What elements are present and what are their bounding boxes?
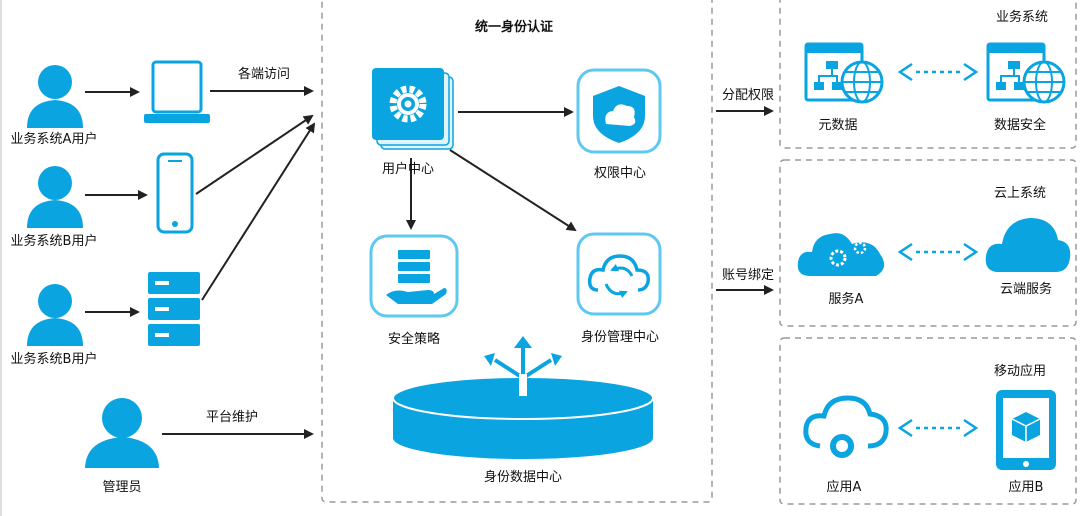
service-a-cloud-gear-icon [797,233,885,276]
identity-data-center-icon [392,336,654,459]
data-security-window-icon [986,42,1066,104]
user-b2-person-icon [27,284,83,346]
user-a-label: 业务系统A用户 [10,132,98,147]
user-b2-label: 业务系统B用户 [10,352,98,367]
user-b1-person-icon [27,166,83,228]
bidirectional-arrow-mobile [897,418,979,438]
server-icon [148,272,200,346]
app-a-label: 应用A [826,480,862,495]
center-dashed-box [321,0,713,503]
permission-center-label: 权限中心 [593,166,647,181]
security-policy-icon [369,234,459,318]
panel-mobile-title: 移动应用 [993,364,1047,379]
phone-icon [156,152,194,234]
admin-label: 管理员 [102,480,142,495]
app-b-tablet-icon [996,390,1056,470]
panel-mobile-box [779,337,1077,505]
identity-data-center-label: 身份数据中心 [483,470,563,485]
identity-mgmt-label: 身份管理中心 [580,330,660,345]
security-policy-label: 安全策略 [387,332,441,347]
admin-person-icon [85,398,159,468]
panel-biz-box [779,0,1077,149]
account-binding-label: 账号绑定 [722,268,775,283]
service-a-label: 服务A [828,292,864,307]
app-b-label: 应用B [1008,480,1044,495]
user-center-label: 用户中心 [381,162,435,177]
permission-center-icon [576,68,662,154]
metadata-label: 元数据 [818,118,858,133]
panel-biz-title: 业务系统 [995,10,1049,25]
user-center-icon [372,68,454,150]
data-security-label: 数据安全 [993,118,1047,133]
user-b1-label: 业务系统B用户 [10,234,98,249]
panel-cloud-box [779,159,1077,327]
user-a-person-icon [27,65,83,128]
laptop-icon [144,60,210,123]
identity-mgmt-icon [576,232,662,316]
cloud-service-icon [985,218,1071,272]
bidirectional-arrow-cloud [897,242,979,262]
platform-maintain-label: 平台维护 [206,410,259,425]
metadata-window-icon [804,42,884,104]
cloud-service-label: 云端服务 [999,282,1053,297]
panel-cloud-title: 云上系统 [993,186,1047,201]
center-title: 统一身份认证 [474,20,554,35]
multi-access-label: 各端访问 [238,67,291,82]
bidirectional-arrow-biz [897,62,979,82]
app-a-cloud-headset-icon [803,395,889,458]
assign-permission-label: 分配权限 [722,88,775,103]
